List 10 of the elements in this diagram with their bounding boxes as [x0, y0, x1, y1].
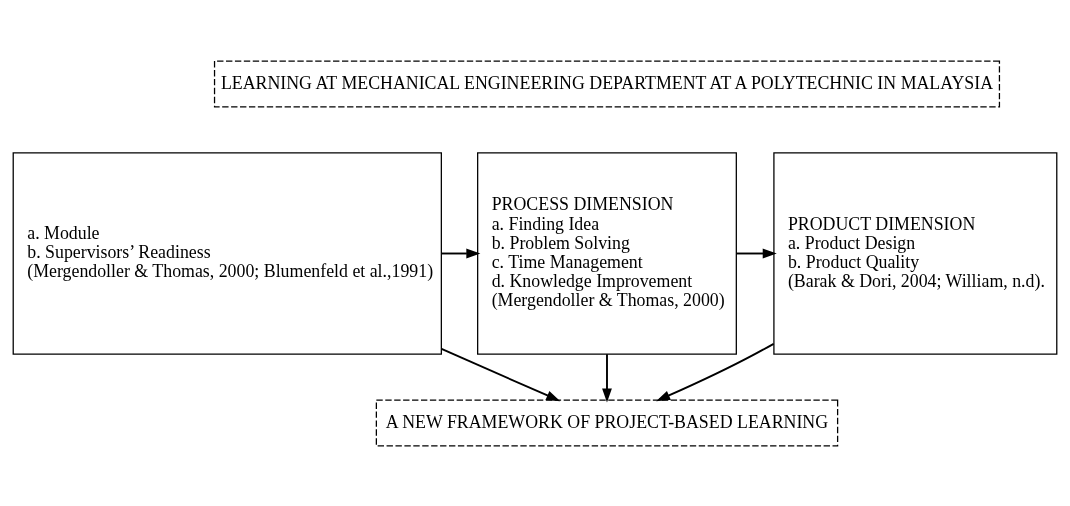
arrow — [656, 342, 775, 401]
arrow — [735, 248, 777, 258]
node-box: PRODUCT DIMENSION a. Product Design b. Product Quality (Barak & Dori, 2004; William, n.d). — [773, 151, 1058, 355]
node-box: A NEW FRAMEWORK OF PROJECT-BASED LEARNING — [375, 398, 839, 447]
arrow — [440, 347, 561, 401]
node-box: LEARNING AT MECHANICAL ENGINEERING DEPARTMENT AT A POLYTECHNIC IN MALAYSIA — [213, 59, 1001, 108]
arrow — [440, 248, 481, 258]
node-box: PROCESS DIMENSION a. Finding Idea b. Problem Solving c. Time Management d. Knowledge Improvement (Mergendoller & Thomas, 2000) — [477, 151, 737, 355]
node-box: a. Module b. Supervisors’ Readiness (Mergendoller & Thomas, 2000; Blumenfeld et al.,1991) — [12, 151, 442, 355]
arrow — [602, 352, 612, 402]
